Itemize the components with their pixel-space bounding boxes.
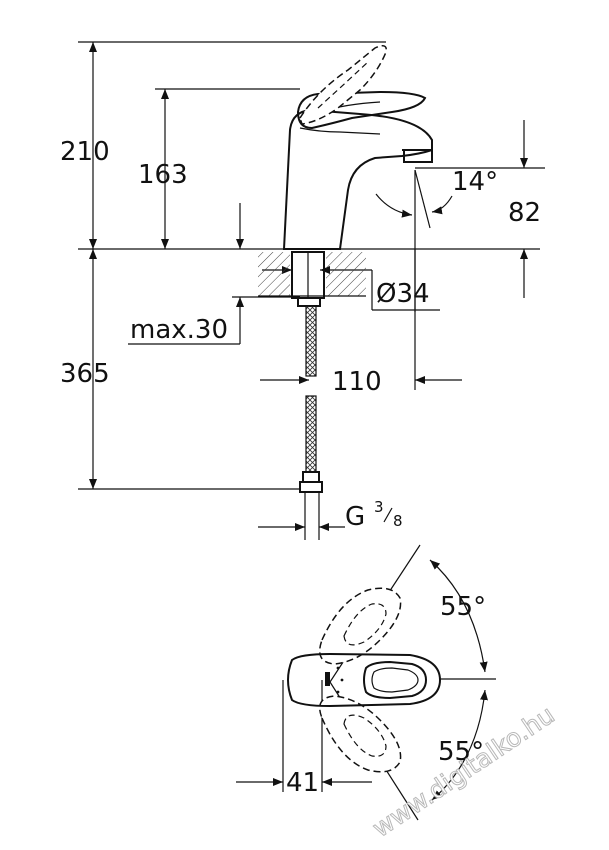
dimension-365-label: 365	[60, 359, 110, 389]
handle-phantom-right	[319, 695, 402, 773]
dimension-41-label: 41	[286, 768, 319, 798]
thread-numerator: 3	[374, 498, 384, 516]
max-30-leader	[128, 203, 300, 345]
dimension-82-label: 82	[508, 198, 541, 228]
angle-55-top-label: 55°	[440, 592, 486, 622]
handle-phantom-left	[319, 587, 402, 665]
angle-14-label: 14°	[452, 167, 498, 197]
dimension-163-label: 163	[138, 160, 188, 190]
dimension-210-label: 210	[60, 137, 110, 167]
max-30-label: max.30	[130, 315, 228, 345]
faucet-top-view	[287, 652, 442, 708]
mounting-shank	[291, 251, 325, 307]
angle-55-bottom-label: 55°	[438, 737, 484, 767]
angle-14-indicator	[375, 169, 453, 229]
thread-denominator: 8	[393, 512, 403, 530]
watermark-text: www.digitalko.hu	[367, 700, 560, 843]
lever-handle-raised	[299, 45, 388, 125]
diameter-34-label: Ø34	[376, 279, 430, 309]
thread-g-label: G	[345, 502, 365, 532]
countertop-section	[258, 252, 366, 297]
faucet-body	[282, 108, 433, 250]
rotation-angle-bottom	[431, 689, 488, 801]
rotation-angle-top	[429, 559, 488, 673]
supply-hose	[299, 305, 323, 493]
thread-width-dimension	[258, 492, 345, 540]
dimension-110-label: 110	[332, 367, 382, 397]
